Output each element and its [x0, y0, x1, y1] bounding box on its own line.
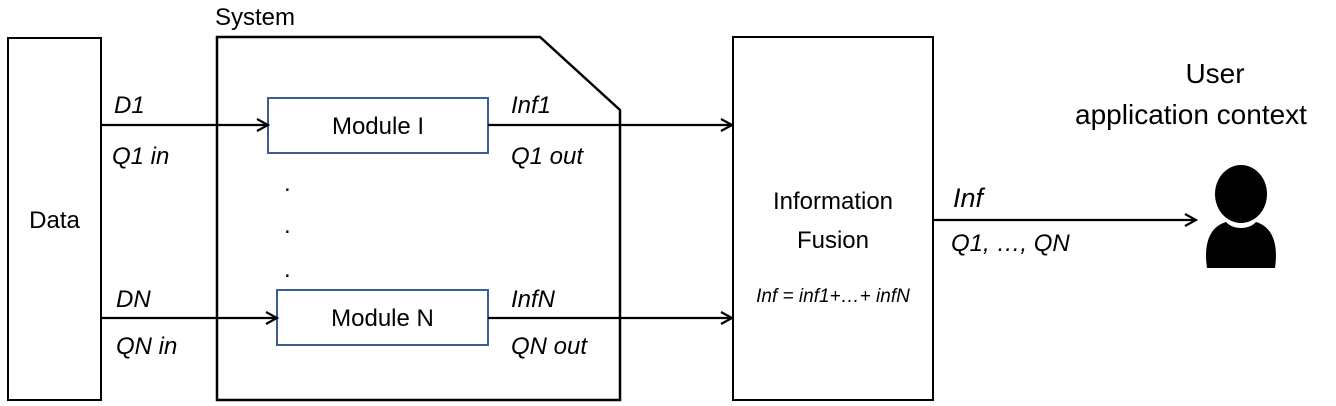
system-title: System — [215, 4, 296, 31]
user-silhouette-icon — [1206, 165, 1276, 268]
fusion-box — [732, 36, 934, 401]
output-bottom-label: InfN — [511, 286, 556, 313]
fusion-title-line-2: Fusion — [796, 227, 870, 254]
input-bottom-sub: QN in — [116, 333, 178, 360]
ellipsis-dot-3: . — [284, 256, 291, 283]
module-1-label: Module I — [331, 113, 425, 140]
user-title-line-1: User — [1185, 58, 1245, 89]
output-bottom-sub: QN out — [511, 333, 588, 360]
input-bottom-label: DN — [116, 286, 151, 313]
data-box-label: Data — [29, 207, 80, 234]
ellipsis-dot-1: . — [284, 170, 291, 197]
user-title-line-2: application context — [1075, 99, 1307, 130]
module-n-box — [276, 289, 489, 346]
input-top-label: D1 — [114, 92, 145, 119]
final-output-label: Inf — [953, 183, 984, 213]
fusion-formula: Inf = inf1+…+ infN — [756, 286, 910, 307]
ellipsis-dot-2: . — [284, 212, 291, 239]
module-n-label: Module N — [331, 305, 434, 332]
data-box — [7, 37, 102, 401]
input-top-sub: Q1 in — [112, 143, 170, 170]
final-output-sub: Q1, …, QN — [951, 230, 1070, 257]
output-top-label: Inf1 — [511, 92, 552, 119]
output-top-sub: Q1 out — [511, 143, 584, 170]
fusion-title-line-1: Information — [772, 188, 894, 215]
